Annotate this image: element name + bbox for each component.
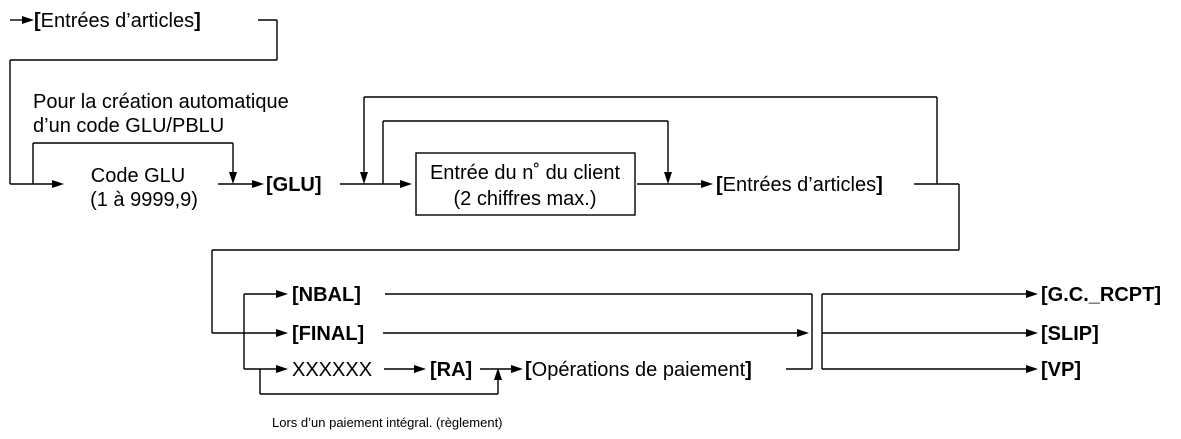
- nbal-key: [NBAL]: [292, 284, 361, 306]
- gc-rcpt-key: [G.C._RCPT]: [1041, 284, 1161, 306]
- ra-key: [RA]: [430, 359, 472, 381]
- vp-key: [VP]: [1041, 359, 1081, 381]
- outer-repeat-loop: [360, 96, 938, 184]
- branch-ra: XXXXXX [RA] [Opérations de paiement]: [244, 359, 812, 381]
- payment-operations: [Opérations de paiement]: [525, 359, 752, 381]
- full-payment-note: Lors d’un paiement intégral. (règlement): [272, 415, 503, 430]
- items-entry: [Entrées d’articles]: [716, 174, 883, 196]
- branch-nbal: [NBAL]: [244, 284, 813, 369]
- glu-key: [GLU]: [266, 174, 322, 196]
- output-bus: [821, 290, 1038, 373]
- auto-note-line1: Pour la création automatique: [33, 91, 289, 113]
- client-box-line1: Entrée du n˚ du client: [430, 162, 621, 184]
- client-box: Entrée du n˚ du client (2 chiffres max.): [415, 152, 636, 216]
- branch-final: [FINAL]: [244, 323, 809, 345]
- auto-note-line2: d’un code GLU/PBLU: [33, 115, 224, 137]
- main-line-left: [10, 180, 64, 188]
- glu-code-label: Code GLU: [91, 165, 186, 187]
- final-key: [FINAL]: [292, 323, 364, 345]
- client-box-line2: (2 chiffres max.): [454, 188, 597, 210]
- amount-placeholder: XXXXXX: [292, 359, 372, 381]
- connector-to-row4: [211, 183, 960, 334]
- glu-code-range: (1 à 9999,9): [90, 189, 198, 211]
- start-entry: [Entrées d’articles]: [9, 10, 278, 184]
- svg-text:[Entrées d’articles]: [Entrées d’articles]: [34, 10, 201, 32]
- arrow-to-items: [637, 180, 713, 188]
- arrow-to-glu: [218, 180, 264, 188]
- full-payment-bypass: [259, 368, 502, 395]
- auto-bypass-loop: [32, 142, 237, 184]
- slip-key: [SLIP]: [1041, 323, 1099, 345]
- client-bypass-loop: [382, 120, 672, 184]
- arrow-to-client-box: [340, 180, 412, 188]
